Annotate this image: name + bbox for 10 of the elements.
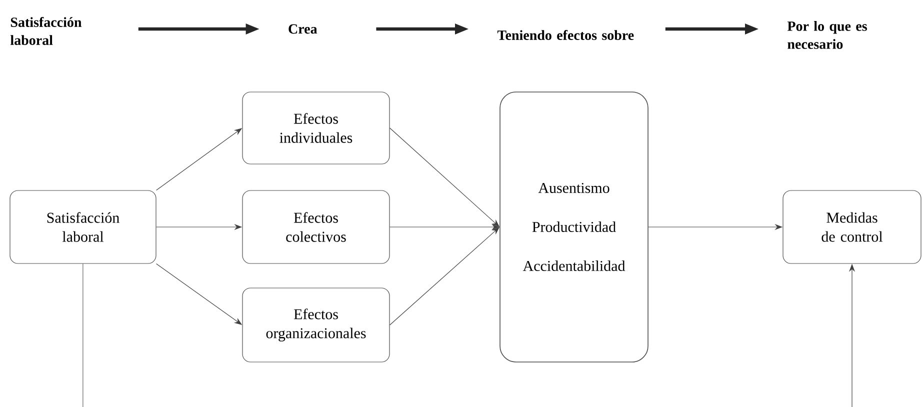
process-box: Satisfacción laboral: [10, 190, 156, 264]
step-heading: Satisfacción laboral: [10, 17, 82, 45]
process-box: Medidas de control: [782, 190, 922, 264]
step-heading: Teniendo efectos sobre: [497, 30, 634, 40]
step-heading: Por lo que es necesario: [787, 21, 867, 49]
process-box: Efectos individuales: [242, 92, 390, 164]
process-box: Efectos colectivos: [242, 190, 390, 264]
step-heading: Crea: [288, 24, 318, 34]
process-box: Efectos organizacionales: [242, 288, 390, 362]
effects-box: Ausentismo Productividad Accidentabilidad: [500, 92, 648, 362]
